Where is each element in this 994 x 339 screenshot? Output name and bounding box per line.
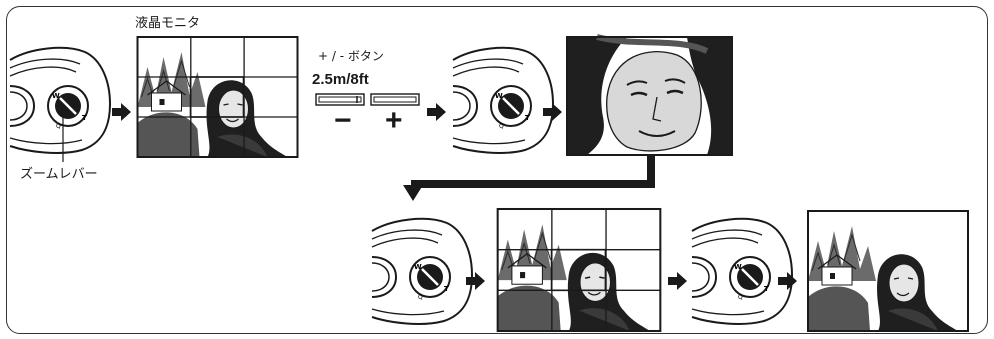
monitor-grid-image bbox=[135, 37, 300, 157]
arrow-right-icon bbox=[778, 271, 798, 291]
arrow-right-icon bbox=[466, 271, 486, 291]
camera-zoom-lever-icon bbox=[692, 213, 792, 328]
arrow-right-icon bbox=[112, 102, 132, 122]
plus-minus-button-label: + / - ボタン bbox=[318, 47, 384, 64]
monitor-label: 液晶モニタ bbox=[135, 12, 200, 31]
arrow-right-icon bbox=[427, 102, 447, 122]
distance-label: 2.5m/8ft bbox=[312, 71, 369, 88]
zoomed-face-image bbox=[567, 37, 732, 155]
zoom-lever-label: ズームレバー bbox=[20, 163, 98, 182]
plus-button[interactable]: + bbox=[385, 106, 403, 136]
camera-zoom-lever-icon bbox=[453, 42, 553, 157]
monitor-grid-image-2 bbox=[494, 209, 664, 331]
minus-button[interactable]: − bbox=[334, 106, 352, 136]
arrow-down-left-icon bbox=[395, 155, 660, 207]
distance-scale-bar bbox=[315, 92, 421, 108]
camera-zoom-lever-icon bbox=[372, 213, 472, 328]
zoom-lever-pointer-line bbox=[62, 106, 64, 162]
final-photo-image bbox=[804, 211, 972, 331]
camera-zoom-lever-icon bbox=[10, 42, 110, 157]
arrow-right-icon bbox=[543, 102, 563, 122]
arrow-right-icon bbox=[668, 271, 688, 291]
